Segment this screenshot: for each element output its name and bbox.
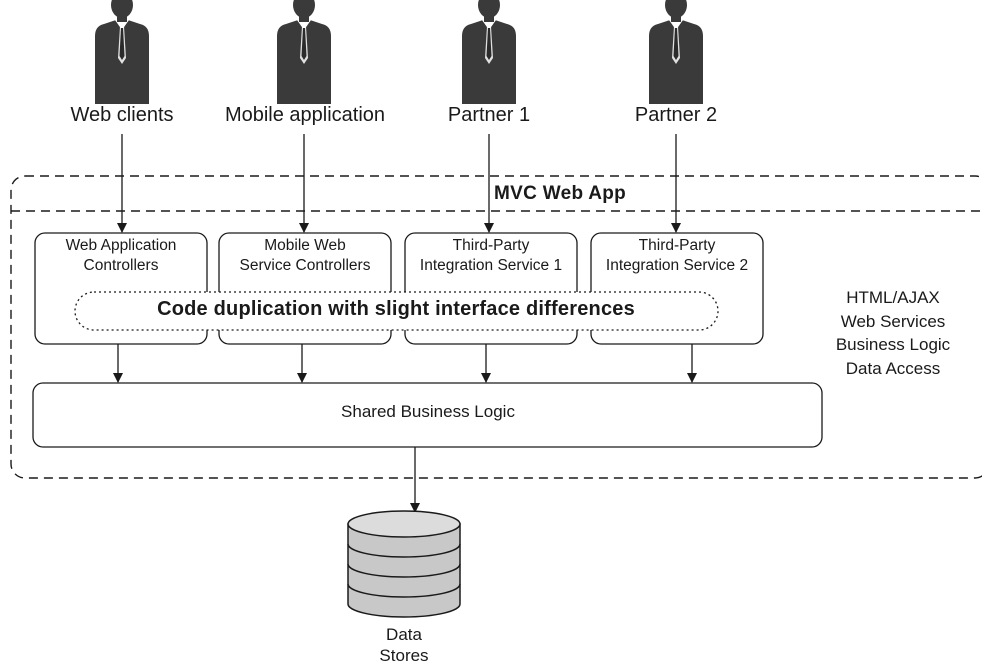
layer-item: Data Access <box>845 358 941 378</box>
layer-item: Web Services <box>840 311 946 331</box>
controller-label-line2: Integration Service 1 <box>419 257 563 274</box>
controller-label-line1: Third-Party <box>452 237 530 254</box>
mvc-web-app-region <box>10 175 982 479</box>
duplication-callout <box>74 291 719 331</box>
actor-web-clients-icon <box>95 0 149 104</box>
controller-label-line2: Integration Service 2 <box>605 257 749 274</box>
controller-label-line2: Controllers <box>83 257 159 274</box>
actor-partner-1-icon <box>462 0 516 104</box>
layer-item: HTML/AJAX <box>846 288 940 307</box>
actor-mobile-application-icon <box>277 0 331 104</box>
actor-label-mobile-application: Mobile application <box>224 104 386 126</box>
data-stores-line1: Data <box>386 625 422 644</box>
actor-partner-2-icon <box>649 0 703 104</box>
data-stores-label: Data Stores <box>379 624 428 666</box>
shared-business-logic-box <box>32 382 823 448</box>
shared-business-logic-label: Shared Business Logic <box>341 402 515 421</box>
controller-label-mobile-web-service: Mobile Web Service Controllers <box>240 236 371 276</box>
actor-label-web-clients: Web clients <box>70 104 174 126</box>
controller-label-integration-2: Third-Party Integration Service 2 <box>606 236 748 276</box>
region-title: MVC Web App <box>494 183 627 204</box>
data-stores-line2: Stores <box>379 646 429 665</box>
controller-label-line1: Third-Party <box>638 237 716 254</box>
database-icon <box>347 510 461 618</box>
actor-label-partner-2: Partner 2 <box>634 104 718 126</box>
controller-label-integration-1: Third-Party Integration Service 1 <box>420 236 562 276</box>
actor-label-partner-1: Partner 1 <box>447 104 531 126</box>
duplication-note: Code duplication with slight interface d… <box>157 298 635 320</box>
controller-label-line1: Web Application <box>65 237 177 254</box>
layer-list: HTML/AJAX Web Services Business Logic Da… <box>836 286 950 380</box>
controller-label-line1: Mobile Web <box>264 237 346 254</box>
controller-label-line2: Service Controllers <box>239 257 371 274</box>
controller-label-web-application: Web Application Controllers <box>66 236 177 276</box>
layer-item: Business Logic <box>835 335 951 354</box>
